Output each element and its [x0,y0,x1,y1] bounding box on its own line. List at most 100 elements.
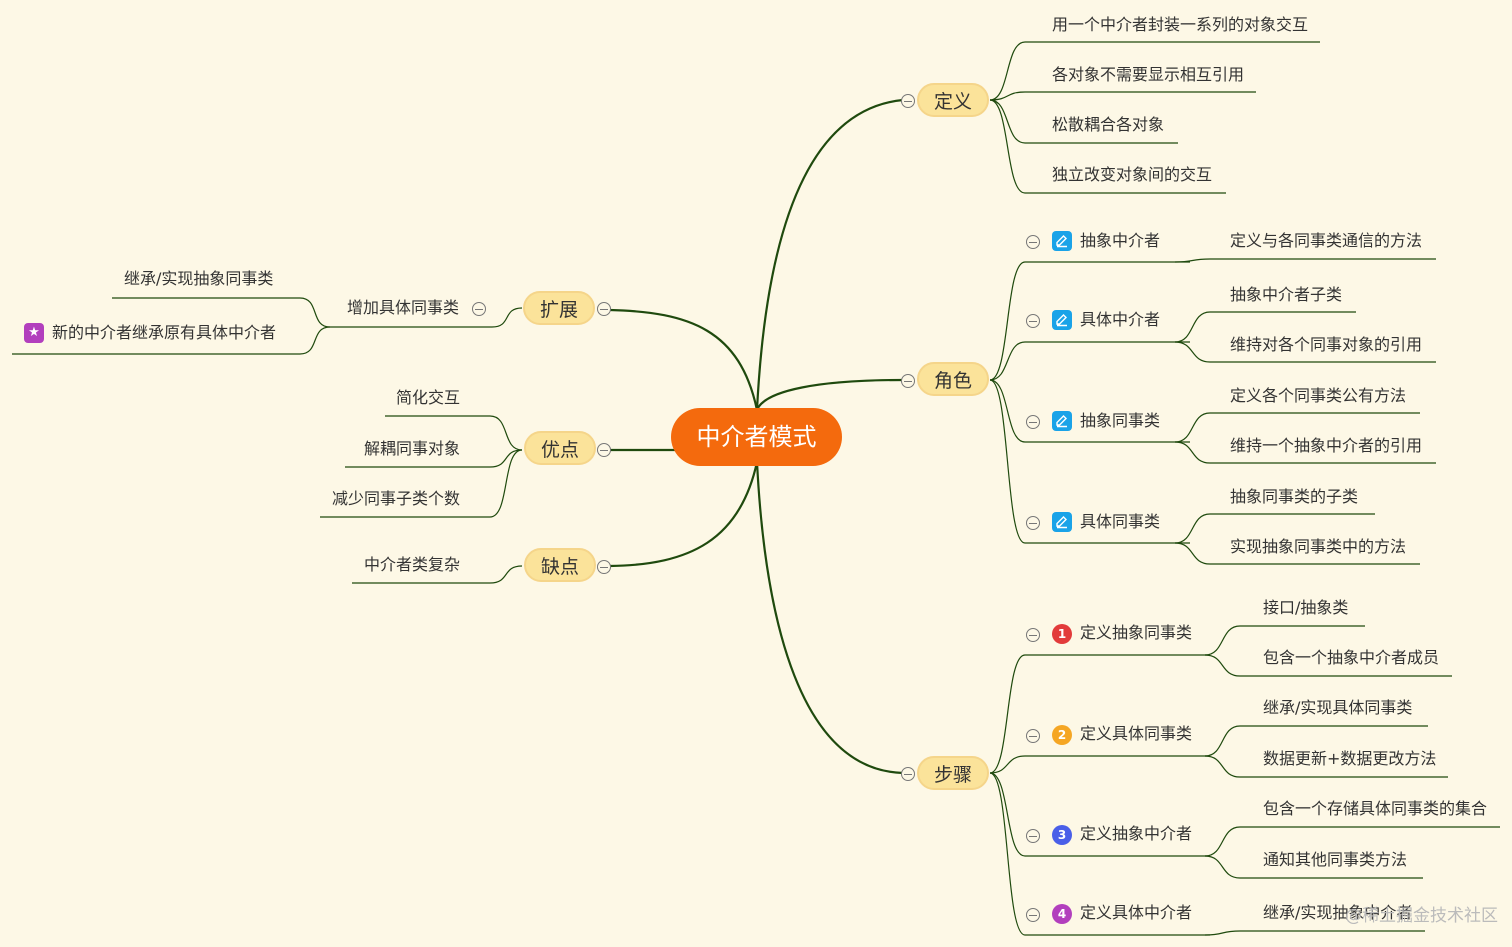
extend-detail[interactable]: 继承/实现抽象同事类 [124,269,274,288]
link-line [345,449,523,468]
step-detail[interactable]: 继承/实现抽象中介者 [1263,903,1413,922]
link-line [989,99,1226,194]
link-line [1174,441,1436,464]
collapse-toggle-icon[interactable] [472,302,486,316]
link-line [1204,725,1428,757]
cons-item[interactable]: 中介者类复杂 [363,555,460,574]
link-line [1174,513,1375,544]
link-line [989,654,1210,774]
link-line [755,461,904,775]
link-line [989,99,1178,144]
link-line [989,341,1190,381]
link-line [1174,341,1436,363]
number-badge-icon: 2 [1052,725,1072,745]
collapse-toggle-icon[interactable] [597,302,611,316]
link-line [385,415,523,451]
collapse-toggle-icon[interactable] [1026,235,1040,249]
step-detail[interactable]: 数据更新+数据更改方法 [1263,749,1437,768]
role-detail[interactable]: 定义各个同事类公有方法 [1230,386,1407,405]
step-detail[interactable]: 包含一个抽象中介者成员 [1263,648,1440,667]
role-detail[interactable]: 维持对各个同事对象的引用 [1230,335,1423,354]
link-line [1204,826,1500,857]
role-detail[interactable]: 抽象同事类的子类 [1230,487,1359,506]
topic-define[interactable]: 定义 [917,83,989,117]
link-line [1174,311,1356,343]
role-label[interactable]: 具体中介者 [1080,310,1161,329]
collapse-toggle-icon[interactable] [597,560,611,574]
collapse-toggle-icon[interactable] [1026,314,1040,328]
step-detail[interactable]: 通知其他同事类方法 [1263,850,1408,869]
link-line [112,297,331,328]
link-line [989,772,1210,857]
step-label[interactable]: 定义具体中介者 [1080,903,1193,922]
collapse-toggle-icon[interactable] [1026,415,1040,429]
role-label[interactable]: 抽象同事类 [1080,411,1161,430]
edit-icon [1052,512,1072,532]
link-line [989,755,1210,774]
step-label[interactable]: 定义具体同事类 [1080,724,1193,743]
link-line [1174,412,1420,443]
link-line [1204,930,1425,936]
extend-item[interactable]: 增加具体同事类 [346,298,459,317]
collapse-toggle-icon[interactable] [1026,729,1040,743]
define-item[interactable]: 各对象不需要显示相互引用 [1052,65,1245,84]
link-line [12,326,331,355]
step-detail[interactable]: 包含一个存储具体同事类的集合 [1263,799,1488,818]
link-line [330,307,523,328]
root-node[interactable]: 中介者模式 [671,408,842,466]
link-line [609,461,759,568]
collapse-toggle-icon[interactable] [901,94,915,108]
link-line [989,379,1190,544]
role-label[interactable]: 抽象中介者 [1080,231,1161,250]
define-item[interactable]: 独立改变对象间的交互 [1052,165,1213,184]
link-line [989,772,1210,936]
step-detail[interactable]: 继承/实现具体同事类 [1263,698,1413,717]
link-line [1204,625,1365,656]
edit-icon [1052,231,1072,251]
role-detail[interactable]: 维持一个抽象中介者的引用 [1230,436,1423,455]
pros-item[interactable]: 简化交互 [395,388,460,407]
step-detail[interactable]: 接口/抽象类 [1263,598,1349,617]
link-line [989,91,1256,101]
step-label[interactable]: 定义抽象同事类 [1080,623,1193,642]
collapse-toggle-icon[interactable] [1026,908,1040,922]
link-line [609,308,759,411]
link-line [1204,755,1448,778]
collapse-toggle-icon[interactable] [597,443,611,457]
define-item[interactable]: 用一个中介者封装一系列的对象交互 [1052,15,1309,34]
collapse-toggle-icon[interactable] [901,767,915,781]
link-line [1204,654,1452,677]
link-line [352,565,523,584]
link-line [1204,855,1423,879]
collapse-toggle-icon[interactable] [1026,829,1040,843]
number-badge-icon: 3 [1052,825,1072,845]
collapse-toggle-icon[interactable] [1026,628,1040,642]
link-line [989,261,1190,381]
link-line [989,379,1190,443]
collapse-toggle-icon[interactable] [901,374,915,388]
topic-extend[interactable]: 扩展 [523,291,595,325]
role-detail[interactable]: 定义与各同事类通信的方法 [1230,231,1423,250]
watermark: @稀土掘金技术社区 [1345,906,1498,926]
topic-roles[interactable]: 角色 [917,362,989,396]
number-badge-icon: 1 [1052,624,1072,644]
step-label[interactable]: 定义抽象中介者 [1080,824,1193,843]
star-icon: ★ [24,323,44,343]
topic-pros[interactable]: 优点 [524,431,596,465]
pros-item[interactable]: 减少同事子类个数 [331,489,460,508]
role-detail[interactable]: 实现抽象同事类中的方法 [1230,537,1407,556]
role-label[interactable]: 具体同事类 [1080,512,1161,531]
topic-steps[interactable]: 步骤 [917,756,989,790]
pros-item[interactable]: 解耦同事对象 [363,439,460,458]
extend-detail[interactable]: 新的中介者继承原有具体中介者 [52,323,277,342]
number-badge-icon: 4 [1052,904,1072,924]
role-detail[interactable]: 抽象中介者子类 [1230,285,1343,304]
collapse-toggle-icon[interactable] [1026,516,1040,530]
topic-cons[interactable]: 缺点 [524,548,596,582]
edit-icon [1052,411,1072,431]
edit-icon [1052,310,1072,330]
link-line [320,449,523,518]
define-item[interactable]: 松散耦合各对象 [1052,115,1165,134]
